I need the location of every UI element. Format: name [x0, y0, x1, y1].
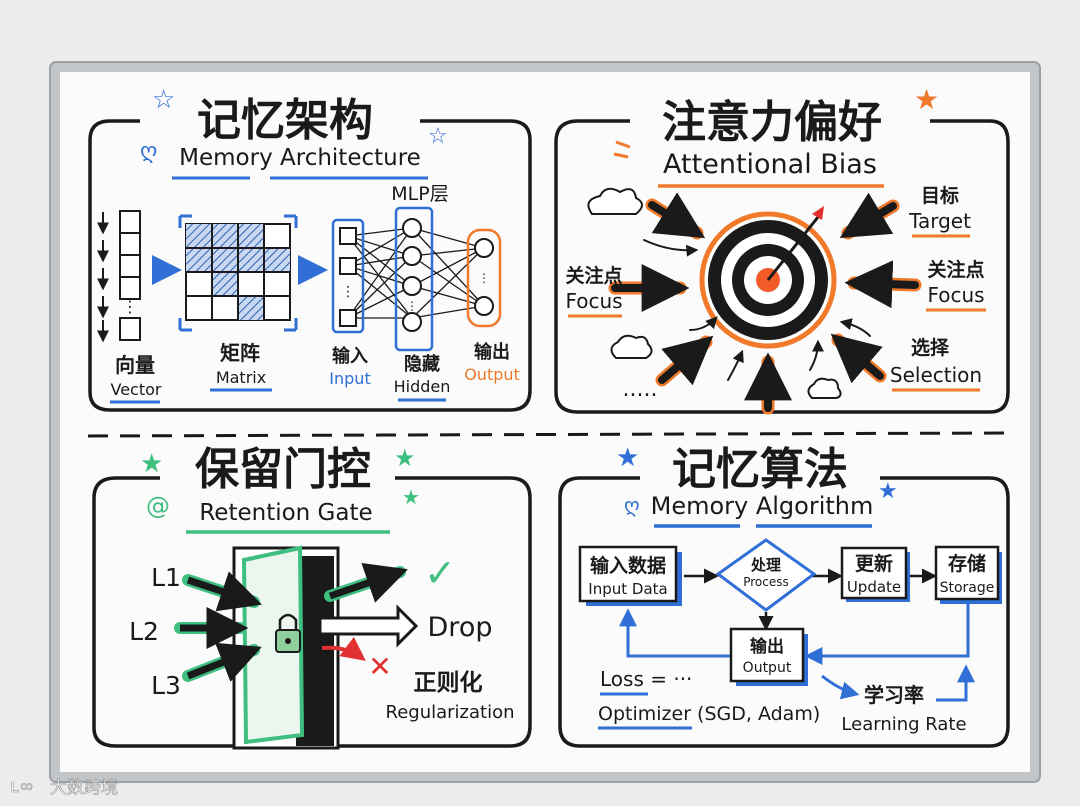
watermark-text: 大数跨境 [50, 778, 118, 798]
svg-text:⋮: ⋮ [478, 271, 490, 285]
star-icon: ★ [878, 479, 898, 504]
matrix-label-en: Matrix [216, 368, 266, 387]
star-icon: ★ [394, 444, 416, 472]
mlp-label: MLP层 [391, 183, 448, 205]
focus-left-label-zh: 关注点 [565, 264, 622, 287]
matrix-grid [180, 216, 296, 330]
focus-right-label-zh: 关注点 [927, 258, 984, 281]
input-data-zh: 输入数据 [590, 554, 666, 577]
regularization-label-en: Regularization [386, 702, 515, 723]
q2-title-zh: 注意力偏好 [662, 97, 882, 148]
update-en: Update [847, 578, 901, 596]
cross-icon: ✕ [368, 650, 391, 683]
input-label-en: Input [329, 369, 370, 388]
svg-text:⋮: ⋮ [406, 299, 418, 313]
loss-formula: Loss = ··· [600, 667, 692, 691]
hidden-label-en: Hidden [394, 377, 451, 396]
q4-title-en: Memory Algorithm [651, 492, 874, 520]
output-label-zh: 输出 [474, 341, 510, 363]
star-icon: ★ [616, 443, 639, 473]
q3-title-en: Retention Gate [199, 500, 372, 526]
star-icon: ★ [402, 485, 420, 509]
output-zh: 输出 [750, 636, 784, 657]
watermark-logo-icon: ʟ∞ [10, 776, 34, 797]
svg-text:⋮: ⋮ [341, 284, 355, 300]
q1-title-zh: 记忆架构 [197, 95, 373, 146]
swirl-icon: @ [146, 492, 170, 520]
input-data-en: Input Data [588, 580, 667, 598]
swirl-icon: ღ [624, 493, 640, 517]
learning-rate-en: Learning Rate [841, 714, 966, 735]
svg-text:⋮: ⋮ [122, 297, 138, 316]
watermark: ʟ∞ 大数跨境 [10, 776, 118, 798]
ellipsis: ..... [623, 377, 658, 402]
process-zh: 处理 [750, 556, 781, 574]
q3-title-zh: 保留门控 [195, 444, 371, 495]
learning-rate-zh: 学习率 [864, 683, 924, 707]
l1-label: L1 [151, 563, 181, 592]
swirl-icon: ღ [140, 139, 157, 164]
star-icon: ☆ [152, 85, 175, 115]
update-zh: 更新 [855, 552, 893, 575]
input-label-zh: 输入 [332, 345, 368, 367]
target-label-en: Target [908, 209, 971, 233]
focus-left-label-en: Focus [565, 289, 622, 313]
star-icon: ★ [140, 449, 163, 479]
vector-label-en: Vector [111, 380, 162, 399]
output-en: Output [743, 660, 792, 676]
regularization-label-zh: 正则化 [414, 669, 483, 696]
vector-label-zh: 向量 [115, 353, 155, 377]
hidden-label-zh: 隐藏 [404, 354, 440, 375]
star-icon: ★ [914, 83, 939, 116]
process-en: Process [743, 575, 789, 589]
q1-title-en: Memory Architecture [179, 145, 421, 171]
check-icon: ✓ [424, 551, 456, 595]
optimizer-label: Optimizer (SGD, Adam) [598, 703, 820, 725]
storage-en: Storage [940, 580, 995, 596]
selection-label-en: Selection [890, 363, 982, 387]
storage-zh: 存储 [948, 552, 986, 575]
matrix-label-zh: 矩阵 [220, 341, 260, 365]
focus-right-label-en: Focus [927, 283, 984, 307]
drop-label: Drop [428, 612, 493, 643]
q4-title-zh: 记忆算法 [672, 444, 848, 495]
star-icon: ☆ [428, 124, 448, 149]
target-label-zh: 目标 [921, 185, 959, 207]
output-label-en: Output [464, 365, 520, 384]
l2-label: L2 [129, 617, 159, 646]
q2-title-en: Attentional Bias [663, 149, 877, 180]
l3-label: L3 [151, 671, 181, 700]
selection-label-zh: 选择 [911, 337, 950, 359]
